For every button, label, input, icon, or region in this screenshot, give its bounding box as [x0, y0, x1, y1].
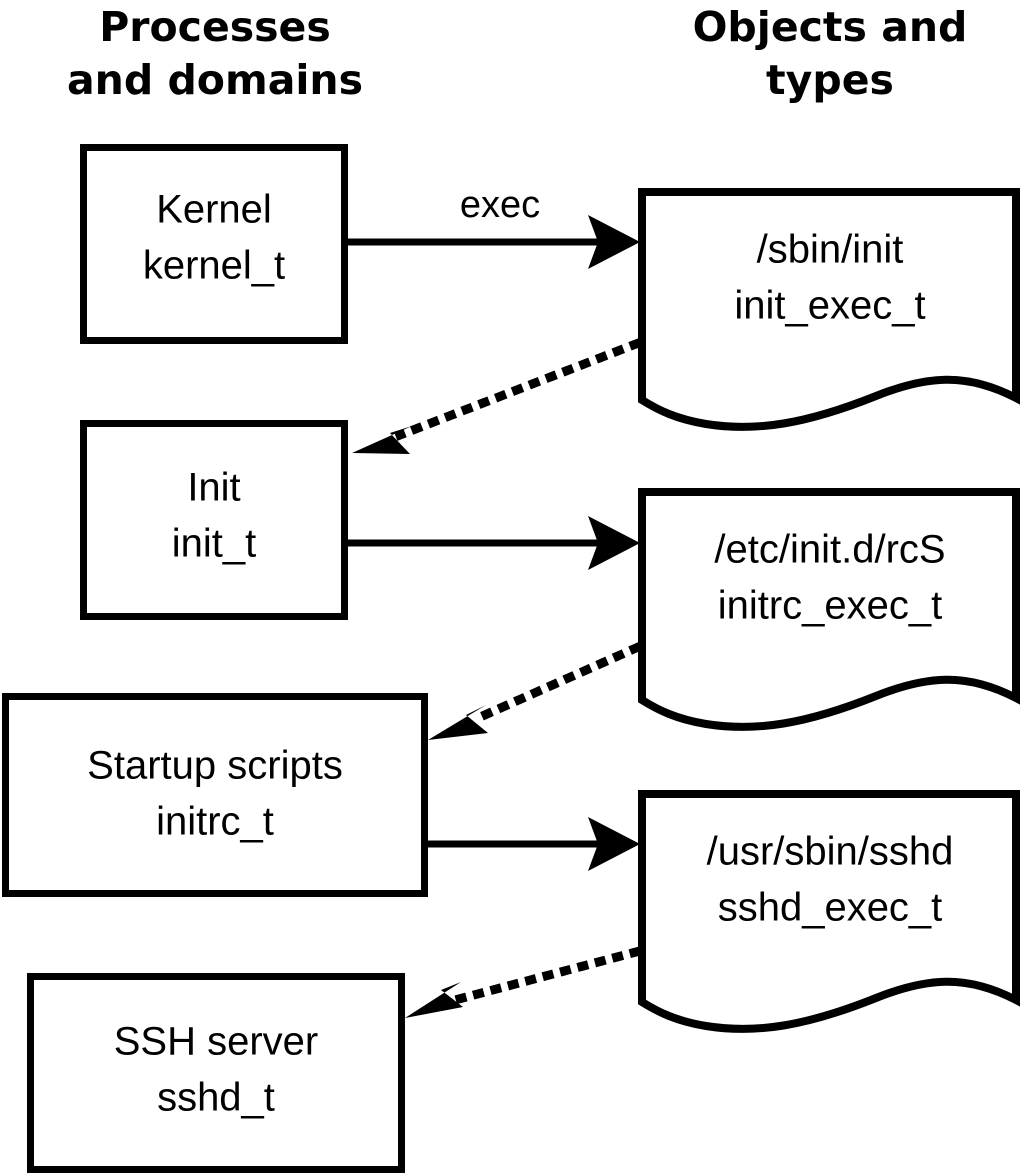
edge-sbin-init-transition-arrowhead — [352, 426, 412, 454]
column-header-objects-line2: types — [766, 56, 894, 104]
edge-sbin-init-transition-init — [352, 338, 642, 454]
edge-etc-initd-rcs-transition-line — [472, 642, 642, 724]
node-ssh-server[interactable]: SSH server sshd_t — [27, 973, 405, 1173]
column-header-processes-line2: and domains — [67, 56, 363, 104]
node-etc-initd-rcs-line1: /etc/init.d/rcS — [714, 528, 945, 572]
edge-kernel-exec-sbin-init: exec — [348, 184, 640, 269]
column-header-objects: Objects and types — [693, 3, 968, 104]
column-header-processes: Processes and domains — [67, 3, 363, 104]
node-init-line1: Init — [187, 466, 240, 510]
edge-sbin-init-transition-line — [394, 338, 642, 441]
node-sbin-init-outline — [638, 188, 1020, 431]
node-usr-sbin-sshd[interactable]: /usr/sbin/sshd sshd_exec_t — [638, 790, 1020, 1033]
node-usr-sbin-sshd-line1: /usr/sbin/sshd — [707, 830, 954, 874]
node-sbin-init-line2: init_exec_t — [734, 284, 925, 328]
node-sbin-init-line1: /sbin/init — [757, 228, 904, 272]
node-kernel-line1: Kernel — [156, 188, 272, 232]
node-init[interactable]: Init init_t — [80, 420, 348, 620]
edge-etc-initd-rcs-transition-startup-scripts — [428, 642, 642, 740]
column-header-processes-line1: Processes — [99, 3, 331, 51]
edge-usr-sbin-sshd-transition-line — [449, 946, 642, 1006]
edge-usr-sbin-sshd-transition-arrowhead — [405, 982, 463, 1018]
edge-usr-sbin-sshd-transition-ssh-server — [405, 946, 642, 1018]
edge-etc-initd-rcs-transition-arrowhead — [428, 705, 488, 740]
node-init-line2: init_t — [172, 522, 257, 566]
node-startup-scripts-line2: initrc_t — [156, 800, 274, 844]
edge-label-exec: exec — [460, 184, 540, 226]
node-kernel-outline — [80, 144, 348, 344]
edge-kernel-exec-arrowhead — [588, 215, 640, 269]
edge-init-exec-etc-initd-rcs — [348, 516, 640, 570]
node-etc-initd-rcs[interactable]: /etc/init.d/rcS initrc_exec_t — [638, 488, 1020, 731]
node-startup-scripts-outline — [2, 693, 428, 897]
node-etc-initd-rcs-outline — [638, 488, 1020, 731]
node-usr-sbin-sshd-line2: sshd_exec_t — [718, 886, 943, 930]
node-startup-scripts[interactable]: Startup scripts initrc_t — [2, 693, 428, 897]
edge-startup-scripts-exec-usr-sbin-sshd — [428, 817, 640, 871]
column-header-objects-line1: Objects and — [693, 3, 968, 51]
edge-init-exec-arrowhead — [588, 516, 640, 570]
node-startup-scripts-line1: Startup scripts — [87, 744, 343, 788]
node-ssh-server-line2: sshd_t — [157, 1076, 275, 1120]
node-etc-initd-rcs-line2: initrc_exec_t — [718, 584, 943, 628]
node-sbin-init[interactable]: /sbin/init init_exec_t — [638, 188, 1020, 431]
node-kernel-line2: kernel_t — [143, 244, 285, 288]
edge-startup-scripts-exec-arrowhead — [588, 817, 640, 871]
node-usr-sbin-sshd-outline — [638, 790, 1020, 1033]
node-kernel[interactable]: Kernel kernel_t — [80, 144, 348, 344]
node-ssh-server-line1: SSH server — [114, 1020, 319, 1064]
node-ssh-server-outline — [27, 973, 405, 1173]
node-init-outline — [80, 420, 348, 620]
